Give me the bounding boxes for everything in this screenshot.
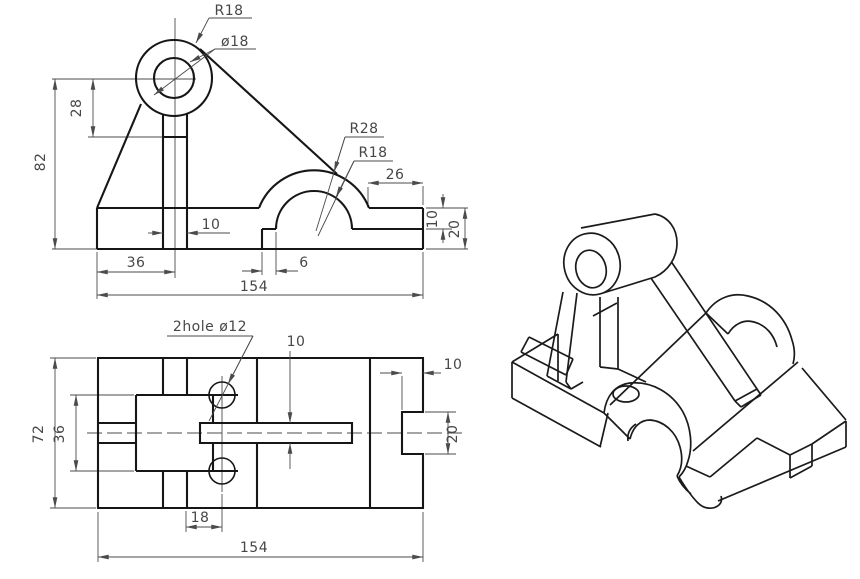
dim-pocket-width: 36 (52, 425, 68, 444)
hole-top (208, 381, 236, 409)
iso-lug (546, 291, 647, 390)
iso-boss-face (562, 232, 622, 296)
iso-saddle (603, 294, 799, 509)
leader-line (153, 48, 216, 96)
iso-base (511, 302, 847, 502)
boss-outline (134, 38, 214, 118)
leader-line (335, 160, 355, 198)
iso-brace (628, 235, 762, 408)
left-slot (98, 421, 136, 445)
leader-line (333, 136, 346, 173)
front-view: R18 ø18 R28 R18 26 82 28 10 36 6 154 10 … (33, 3, 468, 299)
dim-boss-to-shoulder: 28 (69, 99, 85, 118)
leader-saddle-outer: R28 (349, 121, 378, 137)
leader-holes: 2hole ø12 (173, 319, 247, 335)
dim-slot-width: 6 (299, 255, 308, 271)
leader-line (195, 17, 210, 44)
isometric-view (511, 213, 847, 509)
dim-overall-length-top: 154 (240, 540, 268, 556)
dim-web-to-hole: 18 (191, 510, 210, 526)
leader-boss-bore: ø18 (221, 34, 249, 50)
rib-outline (198, 421, 354, 445)
iso-boss-edges (580, 213, 678, 294)
pocket-outline (134, 393, 238, 473)
iso-left-pad (520, 336, 574, 376)
iso-boss-silhouette (561, 214, 677, 294)
dim-step-depth: 10 (425, 210, 441, 229)
dim-notch-width: 20 (445, 425, 461, 444)
iso-boss-bore (574, 249, 608, 289)
leader-saddle-inner: R18 (358, 145, 387, 161)
dim-base-thickness: 20 (447, 220, 463, 239)
dim-right-flat: 26 (386, 167, 405, 183)
boss-bore (152, 56, 196, 100)
leader-line (189, 48, 216, 63)
hole-bottom (208, 457, 236, 485)
web-lines (161, 358, 189, 508)
dim-overall-height: 82 (33, 153, 49, 172)
dim-overall-length-front: 154 (240, 279, 268, 295)
dim-notch-depth: 10 (444, 357, 463, 373)
leader-boss-radius: R18 (214, 3, 243, 19)
saddle-tangent-lines (255, 358, 372, 508)
dim-rib-width: 10 (287, 334, 306, 350)
leader-line (227, 335, 254, 385)
dim-overall-depth: 72 (31, 425, 47, 444)
iso-base-hole (612, 385, 640, 403)
top-view: 2hole ø12 10 72 36 18 154 10 20 (31, 319, 462, 562)
part-outline (95, 48, 425, 251)
dim-edge-to-boss-center: 36 (127, 255, 146, 271)
plate-outline (96, 356, 425, 510)
dim-web-width: 10 (202, 217, 221, 233)
